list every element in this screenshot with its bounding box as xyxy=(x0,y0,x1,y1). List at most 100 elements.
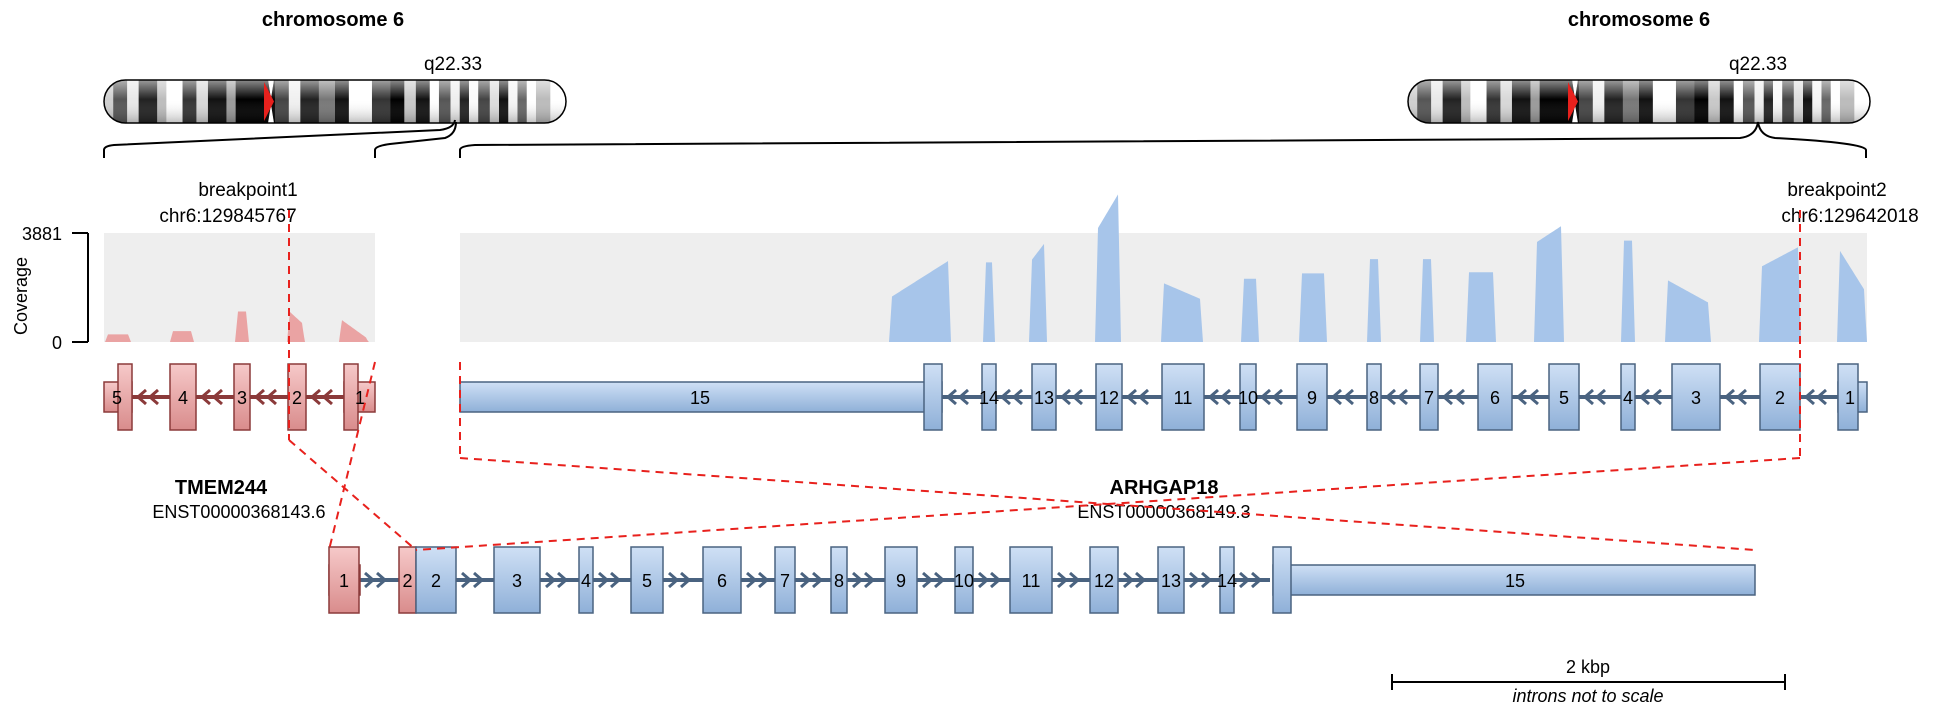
exon-label: 10 xyxy=(1238,388,1258,408)
exon-label: 1 xyxy=(355,388,365,408)
exon-label: 5 xyxy=(112,388,122,408)
strand-chevron xyxy=(1207,388,1219,406)
gene2-coverage xyxy=(460,194,1867,342)
exon: 13 xyxy=(1031,363,1057,431)
exon-label: 9 xyxy=(896,571,906,591)
strand-chevron xyxy=(1123,571,1135,589)
right-chromosome-band: q22.33 xyxy=(1729,54,1787,75)
exon: 1 xyxy=(328,546,361,614)
gene2-transcript: ENST00000368149.3 xyxy=(1077,502,1250,522)
centromere-marker xyxy=(1568,82,1578,121)
exon: 14 xyxy=(979,363,999,431)
strand-chevron xyxy=(1342,388,1354,406)
exon-label: 1 xyxy=(339,571,349,591)
strand-chevron xyxy=(1135,571,1147,589)
coverage-min-label: 0 xyxy=(52,333,62,353)
strand-chevron xyxy=(265,388,277,406)
strand-chevron xyxy=(668,571,680,589)
left-chromosome: chromosome 6 q22.33 xyxy=(103,9,567,158)
exon: 9 xyxy=(884,546,918,614)
strand-chevron xyxy=(1527,388,1539,406)
breakpoint-lines xyxy=(288,210,1801,551)
coverage-axis: 3881 0 Coverage xyxy=(11,224,89,353)
strand-chevron xyxy=(1594,388,1606,406)
strand-chevron xyxy=(864,571,876,589)
exon: 4 xyxy=(578,546,594,614)
exon-label: 15 xyxy=(690,388,710,408)
exon-label: 5 xyxy=(1559,388,1569,408)
strand-chevron xyxy=(990,571,1002,589)
left-chromosome-ideogram xyxy=(103,79,567,124)
exon-label: 3 xyxy=(1691,388,1701,408)
gene1-coverage xyxy=(104,233,375,342)
exon: 11 xyxy=(1009,546,1053,614)
exon-label: 9 xyxy=(1307,388,1317,408)
exon-label: 10 xyxy=(954,571,974,591)
strand-chevron xyxy=(376,571,388,589)
exon-label: 11 xyxy=(1022,571,1041,591)
exon: 1 xyxy=(343,363,376,431)
exon: 12 xyxy=(1089,546,1119,614)
breakpoint2-name: breakpoint2 xyxy=(1787,180,1886,201)
exon-label: 6 xyxy=(717,571,727,591)
exon: 14 xyxy=(1217,546,1237,614)
scale-bar: 2 kbp introns not to scale xyxy=(1391,657,1786,706)
exon-label: 13 xyxy=(1034,388,1054,408)
strand-chevron xyxy=(1137,388,1149,406)
left-zoom-bracket-2 xyxy=(374,121,457,158)
exon-label: 15 xyxy=(1505,571,1525,591)
exon-label: 8 xyxy=(834,571,844,591)
exon-label: 14 xyxy=(979,388,999,408)
exon: 2 xyxy=(287,363,307,431)
exon: 4 xyxy=(1620,363,1636,431)
strand-chevron xyxy=(812,571,824,589)
exon-label: 14 xyxy=(1217,571,1237,591)
strand-chevron xyxy=(922,571,934,589)
right-chromosome-ideogram xyxy=(1407,79,1871,124)
exon: 10 xyxy=(1238,363,1258,431)
strand-chevron xyxy=(978,571,990,589)
exon-label: 1 xyxy=(1845,388,1855,408)
exon: 2 xyxy=(415,546,457,614)
strand-chevron xyxy=(461,571,473,589)
strand-chevron xyxy=(253,388,265,406)
exon: 11 xyxy=(1161,363,1205,431)
strand-chevron xyxy=(1125,388,1137,406)
strand-chevron xyxy=(1069,571,1081,589)
exon-label: 4 xyxy=(178,388,188,408)
strand-chevron xyxy=(610,571,622,589)
strand-chevron xyxy=(1201,571,1213,589)
strand-chevron xyxy=(1815,388,1827,406)
right-zoom-bracket xyxy=(459,121,1867,158)
exon-label: 12 xyxy=(1094,571,1114,591)
strand-chevron xyxy=(1723,388,1735,406)
exon: 8 xyxy=(830,546,848,614)
gene1-transcript: ENST00000368143.6 xyxy=(152,502,325,522)
strand-chevron xyxy=(852,571,864,589)
strand-chevron xyxy=(1453,388,1465,406)
breakpoint1-coord: chr6:129845767 xyxy=(159,206,296,227)
exon: 15 xyxy=(1272,546,1756,614)
strand-chevron xyxy=(199,388,211,406)
strand-chevron xyxy=(598,571,610,589)
strand-chevron xyxy=(999,388,1011,406)
exon: 5 xyxy=(1548,363,1580,431)
strand-chevron xyxy=(211,388,223,406)
gene2-edge-fusion-connector xyxy=(459,457,1756,551)
strand-chevron xyxy=(800,571,812,589)
strand-chevron xyxy=(309,388,321,406)
breakpoint1-fusion-connector xyxy=(288,439,417,551)
exon-label: 2 xyxy=(1775,388,1785,408)
exon-label: 4 xyxy=(1623,388,1633,408)
strand-chevron xyxy=(1803,388,1815,406)
strand-chevron xyxy=(680,571,692,589)
exon: 10 xyxy=(954,546,974,614)
exon-label: 7 xyxy=(1424,388,1434,408)
strand-chevron xyxy=(1259,388,1271,406)
strand-chevron xyxy=(557,571,569,589)
strand-chevron xyxy=(364,571,376,589)
exon: 9 xyxy=(1296,363,1328,431)
right-chromosome: chromosome 6 q22.33 xyxy=(459,9,1871,158)
exon-label: 7 xyxy=(780,571,790,591)
